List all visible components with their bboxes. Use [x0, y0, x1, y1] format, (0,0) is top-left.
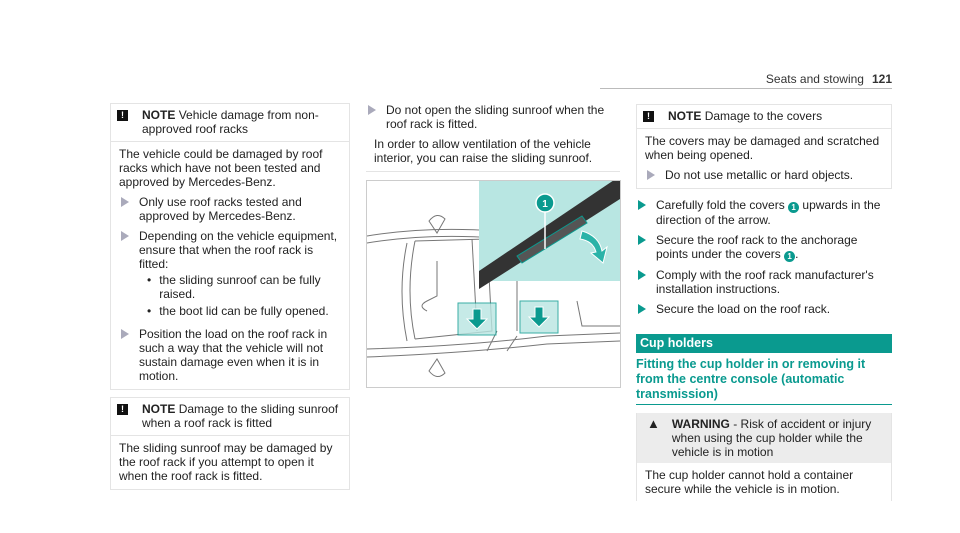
step: Comply with the roof rack manufacturer's… — [636, 268, 892, 296]
sunroof-instructions: Do not open the sliding sunroof when the… — [366, 103, 620, 172]
roof-rack-illustration: 1 — [366, 176, 621, 388]
note-body: The vehicle could be damaged by roof rac… — [119, 147, 323, 189]
step-arrow-icon — [638, 235, 646, 245]
bullet-icon: • — [147, 304, 152, 318]
step: Secure the load on the roof rack. — [636, 302, 892, 316]
page-header: Seats and stowing 121 — [766, 72, 892, 86]
note-sunroof: !NOTE Damage to the sliding sunroof when… — [110, 397, 350, 490]
step-arrow-icon — [638, 270, 646, 280]
note-roof-racks: !NOTE Vehicle damage from non-approved r… — [110, 103, 350, 390]
car-roof-diagram: 1 — [366, 176, 621, 377]
step: Secure the roof rack to the anchorage po… — [636, 233, 892, 262]
column-2: Do not open the sliding sunroof when the… — [366, 103, 621, 388]
step: Do not use metallic or hard objects. — [645, 168, 883, 182]
column-1: !NOTE Vehicle damage from non-approved r… — [110, 103, 350, 490]
section-name: Seats and stowing — [765, 72, 864, 86]
section-heading: Cup holders — [636, 334, 892, 353]
column-3: !NOTE Damage to the covers The covers ma… — [636, 104, 892, 501]
exclamation-icon: ! — [117, 404, 128, 415]
header-rule — [600, 88, 892, 89]
bullet-icon: • — [147, 273, 152, 287]
callout-1: 1 — [542, 199, 548, 210]
callout-ref: 1 — [784, 251, 796, 262]
exclamation-icon: ! — [643, 111, 654, 122]
step-arrow-icon — [638, 200, 646, 210]
warning-box: ▲WARNING - Risk of accident or injury wh… — [636, 413, 892, 501]
note-covers: !NOTE Damage to the covers The covers ma… — [636, 104, 892, 189]
subsection-heading: Fitting the cup holder in or removing it… — [636, 357, 892, 405]
step: Do not open the sliding sunroof when the… — [366, 103, 620, 131]
step: Carefully fold the covers 1 upwards in t… — [636, 198, 892, 227]
warning-triangle-icon: ▲ — [647, 416, 660, 431]
step: Only use roof racks tested and approved … — [119, 195, 341, 223]
step-arrow-icon — [121, 197, 129, 207]
exclamation-icon: ! — [117, 110, 128, 121]
step-arrow-icon — [121, 329, 129, 339]
step-arrow-icon — [647, 170, 655, 180]
callout-ref: 1 — [788, 202, 800, 213]
step-arrow-icon — [368, 105, 376, 115]
step: Position the load on the roof rack in su… — [119, 327, 341, 383]
fitting-steps: Carefully fold the covers 1 upwards in t… — [636, 198, 892, 322]
step-arrow-icon — [638, 304, 646, 314]
step: Depending on the vehicle equipment, ensu… — [119, 229, 341, 321]
step-arrow-icon — [121, 231, 129, 241]
page-number: 121 — [871, 72, 892, 86]
